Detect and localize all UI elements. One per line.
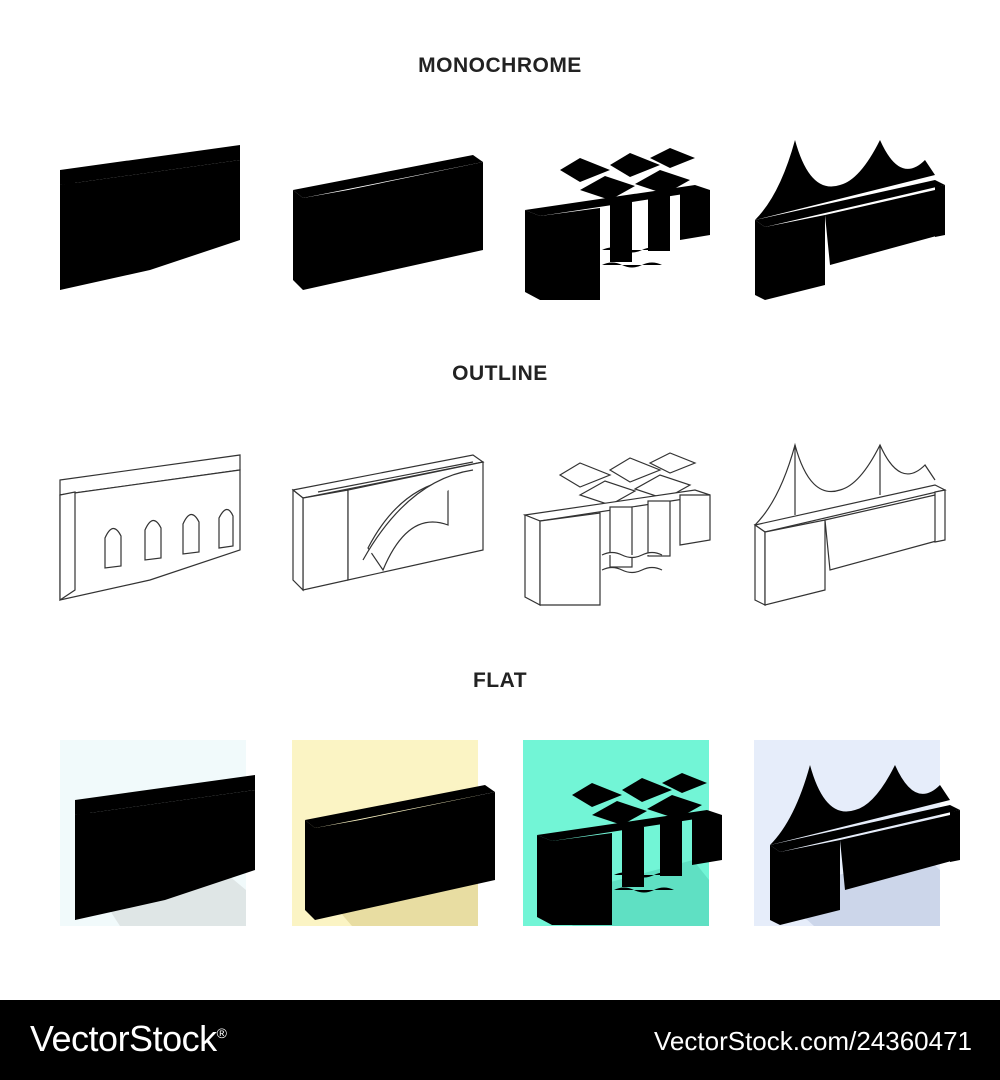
section-title-outline: OUTLINE [452, 362, 548, 385]
image-url: VectorStock.com/24360471 [654, 1026, 972, 1056]
flat-arch-road-bridge-icon [300, 770, 495, 940]
brand-logo: VectorStock® [30, 1018, 227, 1060]
flat-truss-railway-bridge-icon [532, 765, 722, 935]
section-title-flat: FLAT [472, 669, 528, 692]
registered-mark: ® [216, 1025, 227, 1041]
outline-truss-railway-bridge-icon [520, 445, 720, 645]
outline-suspension-bridge-icon [750, 440, 950, 640]
outline-arch-viaduct-bridge-icon [55, 450, 255, 650]
brand-name: VectorStock [30, 1018, 217, 1059]
footer-bar: VectorStock® VectorStock.com/24360471 [0, 1000, 1000, 1080]
monochrome-arch-road-bridge-icon [288, 140, 488, 340]
monochrome-arch-viaduct-bridge-icon [55, 140, 255, 340]
monochrome-suspension-bridge-icon [750, 135, 950, 335]
flat-arch-viaduct-bridge-icon [70, 770, 255, 935]
monochrome-truss-railway-bridge-icon [520, 140, 720, 340]
section-title-monochrome: MONOCHROME [418, 54, 582, 77]
flat-suspension-bridge-icon [765, 760, 960, 930]
outline-arch-road-bridge-icon [288, 440, 488, 640]
